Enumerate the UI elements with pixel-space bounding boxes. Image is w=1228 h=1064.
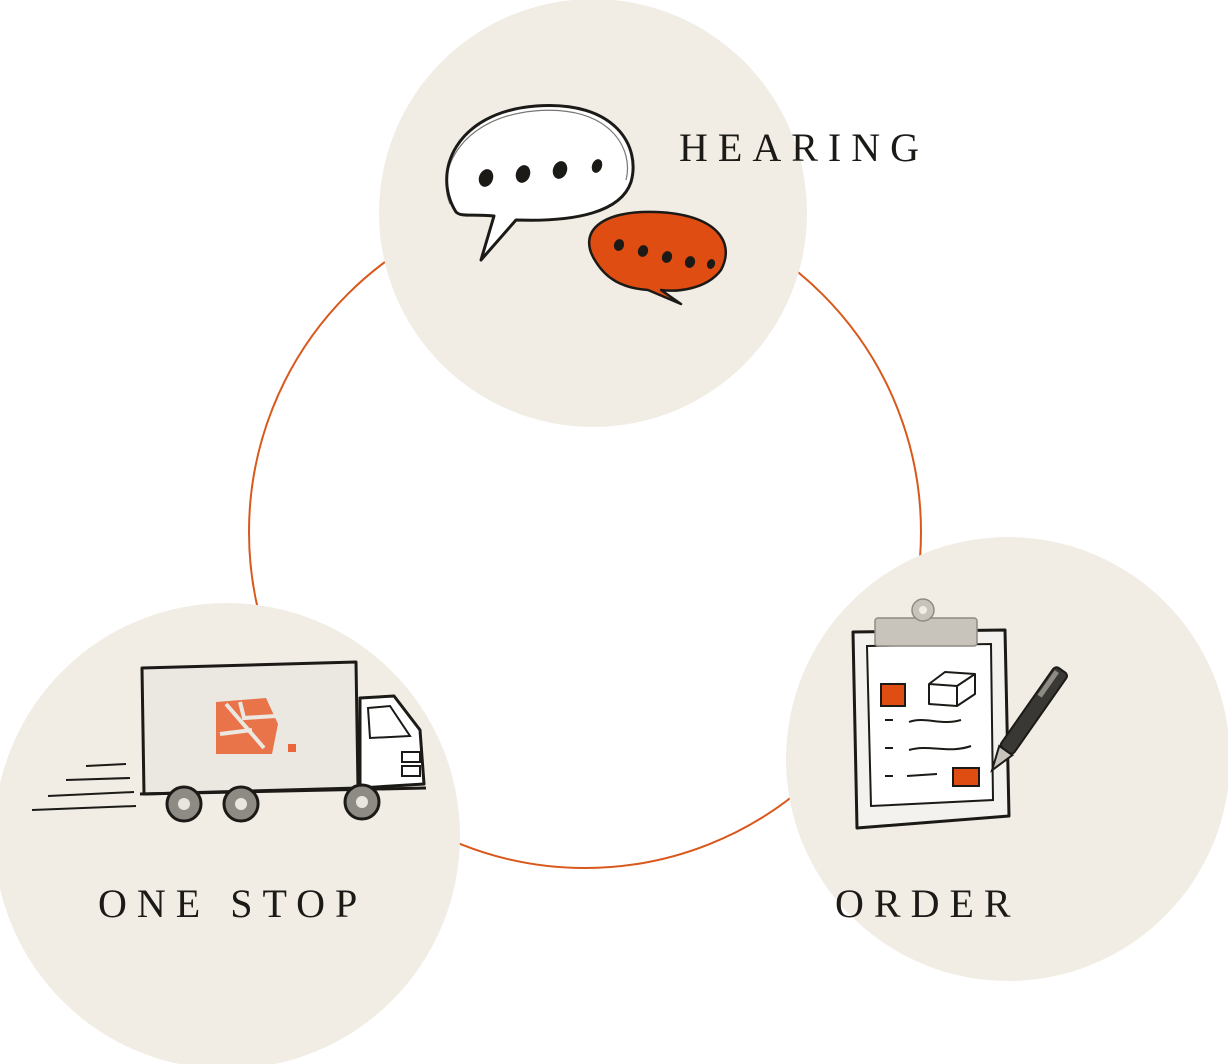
truck-logo-mark	[216, 698, 296, 754]
step-label-order: ORDER	[835, 881, 1021, 926]
step-label-hearing: HEARING	[679, 125, 929, 170]
step-label-onestop: ONE STOP	[98, 881, 368, 926]
delivery-truck-icon	[31, 660, 427, 823]
clipboard-order-icon	[851, 598, 1068, 830]
speech-bubbles-icon	[445, 104, 727, 306]
